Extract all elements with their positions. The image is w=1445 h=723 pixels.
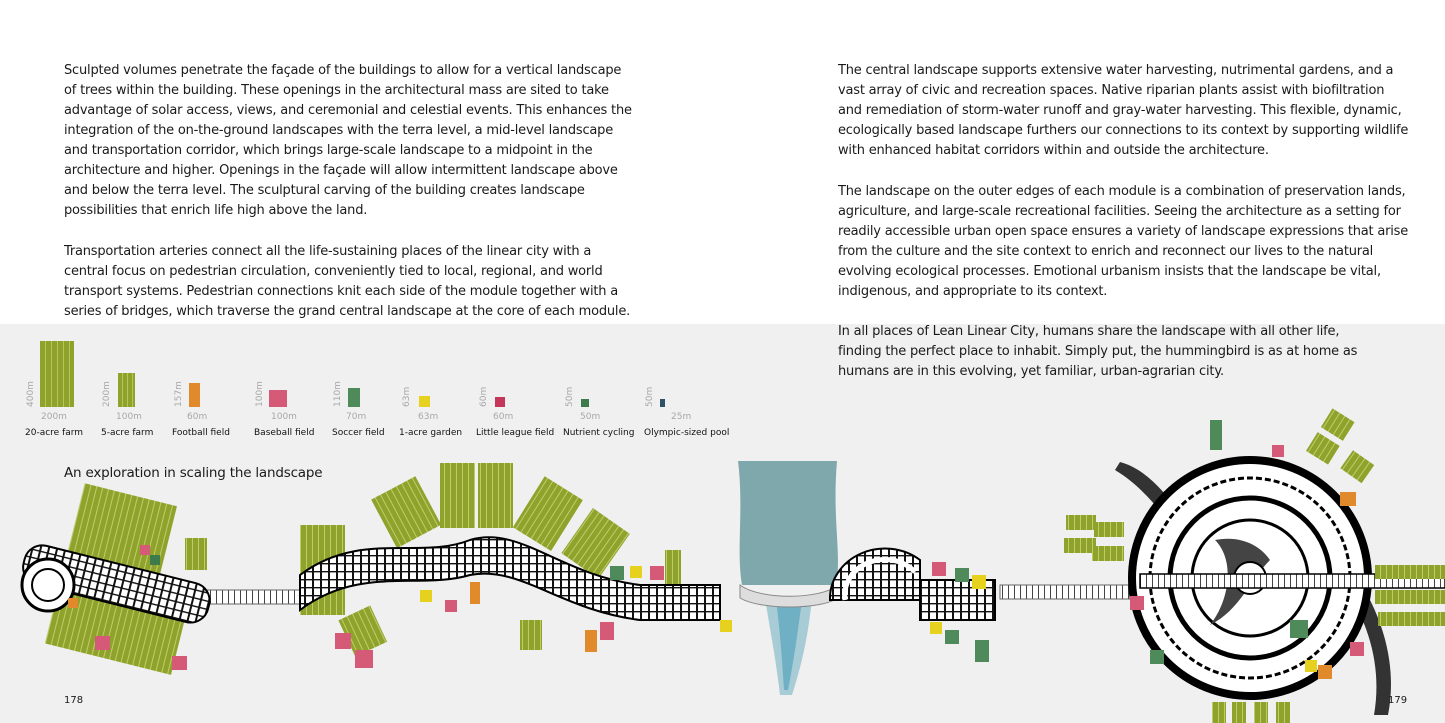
legend-swatch-football-field — [189, 383, 200, 407]
legend-name-1-acre-garden: 1-acre garden — [399, 428, 463, 438]
legend-item-olympic-sized-pool: 50m 25m Olympic-sized pool — [643, 335, 729, 445]
legend-name-5-acre-farm: 5-acre farm — [101, 428, 154, 438]
scale-legend: 400m 200m 20-acre farm 200m 100m 5-acre … — [0, 335, 760, 445]
module-1 — [20, 483, 211, 675]
legend-name-soccer-field: Soccer field — [332, 428, 385, 438]
legend-width-nutrient-cycling: 50m — [580, 412, 601, 422]
legend-swatch-little-league-field — [495, 397, 505, 407]
legend-swatch-baseball-field — [269, 390, 287, 407]
legend-item-football-field: 157m 60m Football field — [170, 335, 250, 445]
legend-width-5-acre-farm: 100m — [116, 412, 142, 422]
legend-width-1-acre-garden: 63m — [418, 412, 439, 422]
legend-width-baseball-field: 100m — [271, 412, 297, 422]
legend-width-olympic-sized-pool: 25m — [671, 412, 692, 422]
legend-name-little-league-field: Little league field — [476, 428, 555, 438]
legend-item-little-league-field: 60m 60m Little league field — [476, 335, 556, 445]
module-3 — [828, 547, 996, 662]
module-4 — [1064, 408, 1445, 723]
right-paragraph-2: The landscape on the outer edges of each… — [838, 184, 1409, 299]
right-paragraph-3: In all places of Lean Linear City, human… — [838, 324, 1358, 379]
page-number-right: 179 — [1388, 695, 1408, 706]
legend-item-5-acre-farm: 200m 100m 5-acre farm — [98, 335, 178, 445]
left-paragraph-2: Transportation arteries connect all the … — [64, 244, 631, 319]
legend-swatch-soccer-field — [348, 388, 360, 407]
module-2 — [299, 463, 732, 668]
figure-caption: An exploration in scaling the landscape — [64, 465, 323, 481]
legend-name-nutrient-cycling: Nutrient cycling — [563, 428, 635, 438]
bridge-2 — [999, 584, 1141, 600]
linear-city-plan — [20, 408, 1445, 723]
legend-swatch-nutrient-cycling — [581, 399, 589, 407]
right-paragraph-1: The central landscape supports extensive… — [838, 63, 1409, 158]
left-paragraph-1: Sculpted volumes penetrate the façade of… — [64, 63, 632, 218]
legend-name-olympic-sized-pool: Olympic-sized pool — [644, 428, 730, 438]
legend-name-baseball-field: Baseball field — [254, 428, 315, 438]
central-water — [738, 461, 839, 695]
legend-swatch-5-acre-farm — [118, 373, 135, 407]
legend-width-football-field: 60m — [187, 412, 208, 422]
bridge-1 — [199, 589, 311, 605]
legend-item-1-acre-garden: 63m 63m 1-acre garden — [398, 335, 478, 445]
page-number-left: 178 — [64, 695, 84, 706]
legend-swatch-20-acre-farm — [40, 341, 74, 407]
legend-width-soccer-field: 70m — [346, 412, 367, 422]
legend-width-20-acre-farm: 200m — [41, 412, 67, 422]
legend-width-little-league-field: 60m — [493, 412, 514, 422]
legend-swatch-olympic-sized-pool — [660, 399, 665, 407]
legend-name-football-field: Football field — [172, 428, 230, 438]
legend-item-20-acre-farm: 400m 200m 20-acre farm — [22, 335, 102, 445]
legend-item-soccer-field: 110m 70m Soccer field — [330, 335, 410, 445]
legend-swatch-1-acre-garden — [419, 396, 430, 407]
legend-name-20-acre-farm: 20-acre farm — [25, 428, 84, 438]
legend-item-nutrient-cycling: 50m 50m Nutrient cycling — [562, 335, 642, 445]
legend-item-baseball-field: 100m 100m Baseball field — [252, 335, 332, 445]
